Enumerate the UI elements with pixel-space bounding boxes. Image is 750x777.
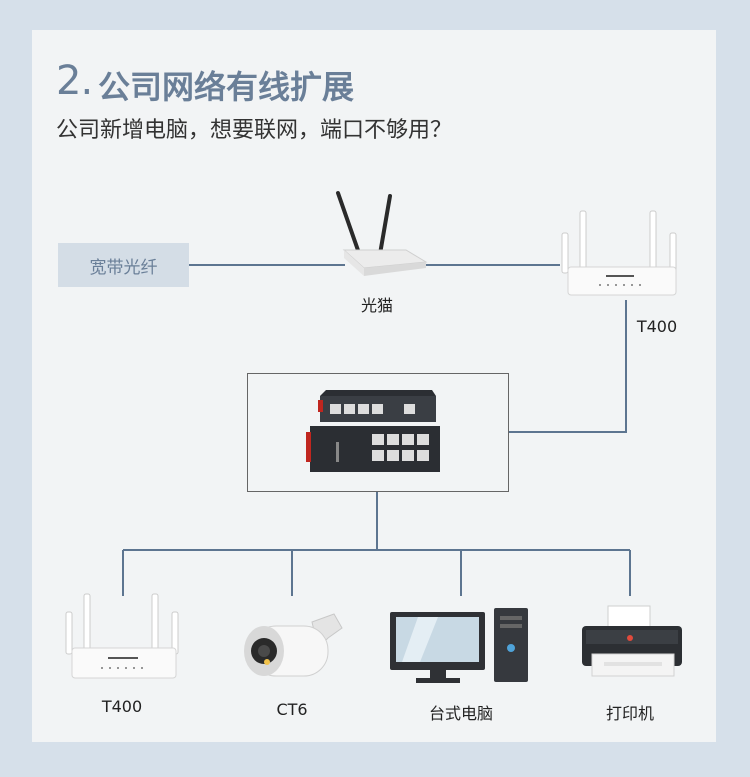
client-label-1: T400 bbox=[101, 697, 143, 716]
client-label-4: 打印机 bbox=[605, 704, 654, 723]
main-router-icon bbox=[561, 210, 677, 296]
isp-label: 宽带光纤 bbox=[89, 257, 158, 278]
modem-label: 光猫 bbox=[360, 296, 393, 315]
client-label-2: CT6 bbox=[276, 700, 308, 719]
camera-icon bbox=[244, 613, 343, 677]
desktop-computer-icon bbox=[390, 608, 528, 683]
client-router-icon bbox=[65, 593, 179, 679]
network-switch-icon bbox=[306, 390, 440, 472]
section-number: 2. bbox=[56, 58, 93, 104]
main-router-label: T400 bbox=[636, 317, 678, 336]
modem-icon bbox=[336, 191, 428, 276]
page-subtitle: 公司新增电脑，想要联网，端口不够用？ bbox=[56, 118, 453, 143]
client-label-3: 台式电脑 bbox=[428, 704, 493, 723]
isp-fiber-box: 宽带光纤 bbox=[58, 243, 189, 287]
page-title: 公司网络有线扩展 bbox=[98, 68, 355, 106]
printer-icon bbox=[582, 605, 682, 677]
